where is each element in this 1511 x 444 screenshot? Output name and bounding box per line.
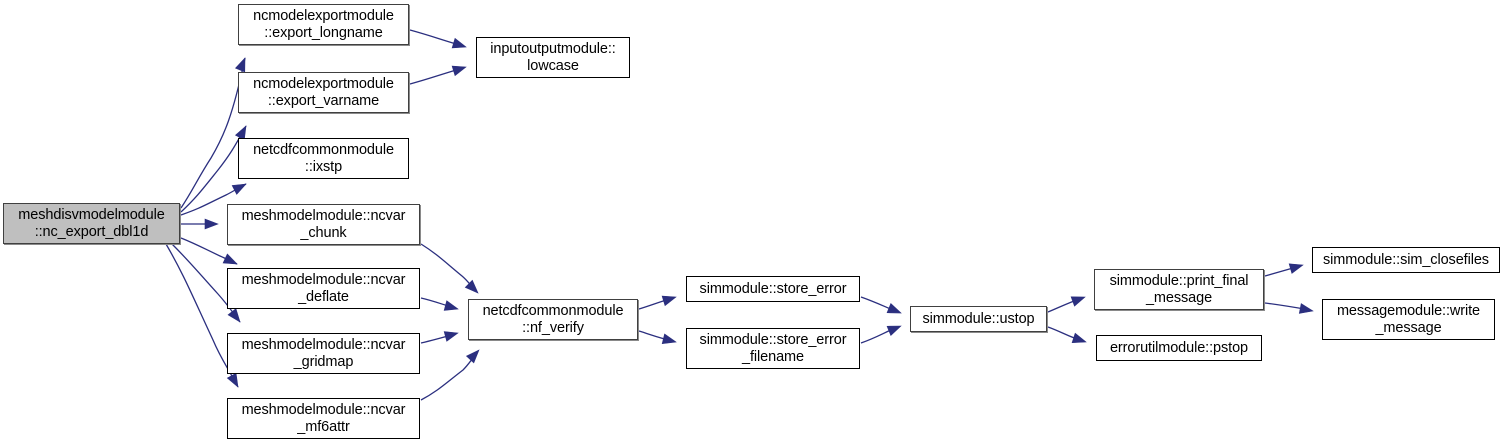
graph-node-pstop[interactable]: errorutilmodule::pstop <box>1096 335 1262 361</box>
graph-node-ncvar_deflate[interactable]: meshmodelmodule::ncvar _deflate <box>227 268 420 309</box>
graph-arrowhead-export_longname-lowcase <box>451 37 467 49</box>
graph-arrowhead-ustop-print_final <box>1070 296 1086 307</box>
graph-node-print_final[interactable]: simmodule::print_final _message <box>1094 269 1264 310</box>
graph-edge-ncvar_chunk-to-nf_verify <box>420 243 477 292</box>
graph-node-sim_closefiles[interactable]: simmodule::sim_closefiles <box>1312 247 1500 273</box>
graph-node-ixstp[interactable]: netcdfcommonmodule ::ixstp <box>238 138 409 179</box>
graph-arrowhead-ncvar_mf6attr-nf_verify <box>465 349 480 364</box>
graph-edge-ncvar_mf6attr-to-nf_verify <box>420 352 478 401</box>
graph-node-write_message[interactable]: messagemodule::write _message <box>1322 299 1495 340</box>
graph-arrowhead-nf_verify-store_error <box>661 295 677 307</box>
graph-node-store_error_fn[interactable]: simmodule::store_error _filename <box>686 328 860 369</box>
graph-node-ncvar_mf6attr[interactable]: meshmodelmodule::ncvar _mf6attr <box>227 398 420 439</box>
graph-node-root[interactable]: meshdisvmodelmodule ::nc_export_dbl1d <box>3 203 180 244</box>
graph-edge-root-to-export_varname <box>180 125 247 213</box>
graph-arrowhead-root-ixstp <box>231 183 247 195</box>
graph-node-nf_verify[interactable]: netcdfcommonmodule ::nf_verify <box>468 299 638 340</box>
graph-arrowhead-root-ncvar_deflate <box>222 253 238 265</box>
graph-arrowhead-ncvar_deflate-nf_verify <box>443 300 459 311</box>
graph-arrowhead-root-ncvar_chunk <box>204 218 219 230</box>
graph-node-ustop[interactable]: simmodule::ustop <box>910 306 1047 332</box>
graph-arrowhead-ncvar_gridmap-nf_verify <box>443 331 459 342</box>
graph-arrowhead-store_error-ustop <box>886 302 902 314</box>
graph-arrowhead-export_varname-lowcase <box>451 65 467 77</box>
graph-arrowhead-ncvar_chunk-nf_verify <box>464 279 479 294</box>
graph-node-ncvar_gridmap[interactable]: meshmodelmodule::ncvar _gridmap <box>227 333 420 374</box>
graph-arrowhead-ustop-pstop <box>1071 332 1087 344</box>
graph-edge-root-to-export_longname <box>180 57 246 209</box>
graph-node-lowcase[interactable]: inputoutputmodule:: lowcase <box>476 37 630 78</box>
graph-arrowhead-print_final-write_message <box>1298 303 1314 314</box>
graph-arrowhead-root-export_longname <box>234 57 246 73</box>
graph-node-export_longname[interactable]: ncmodelexportmodule ::export_longname <box>238 4 409 45</box>
graph-arrowhead-root-ncvar_gridmap <box>227 308 241 323</box>
graph-node-ncvar_chunk[interactable]: meshmodelmodule::ncvar _chunk <box>227 204 420 245</box>
graph-arrowhead-nf_verify-store_error_fn <box>661 333 677 345</box>
graph-arrowhead-root-ncvar_mf6attr <box>226 372 239 388</box>
graph-arrowhead-store_error_fn-ustop <box>886 325 902 337</box>
graph-arrowhead-root-export_varname <box>234 125 247 141</box>
graph-node-store_error[interactable]: simmodule::store_error <box>686 276 860 302</box>
graph-node-export_varname[interactable]: ncmodelexportmodule ::export_varname <box>238 72 409 113</box>
graph-arrowhead-print_final-sim_closefiles <box>1288 263 1304 274</box>
